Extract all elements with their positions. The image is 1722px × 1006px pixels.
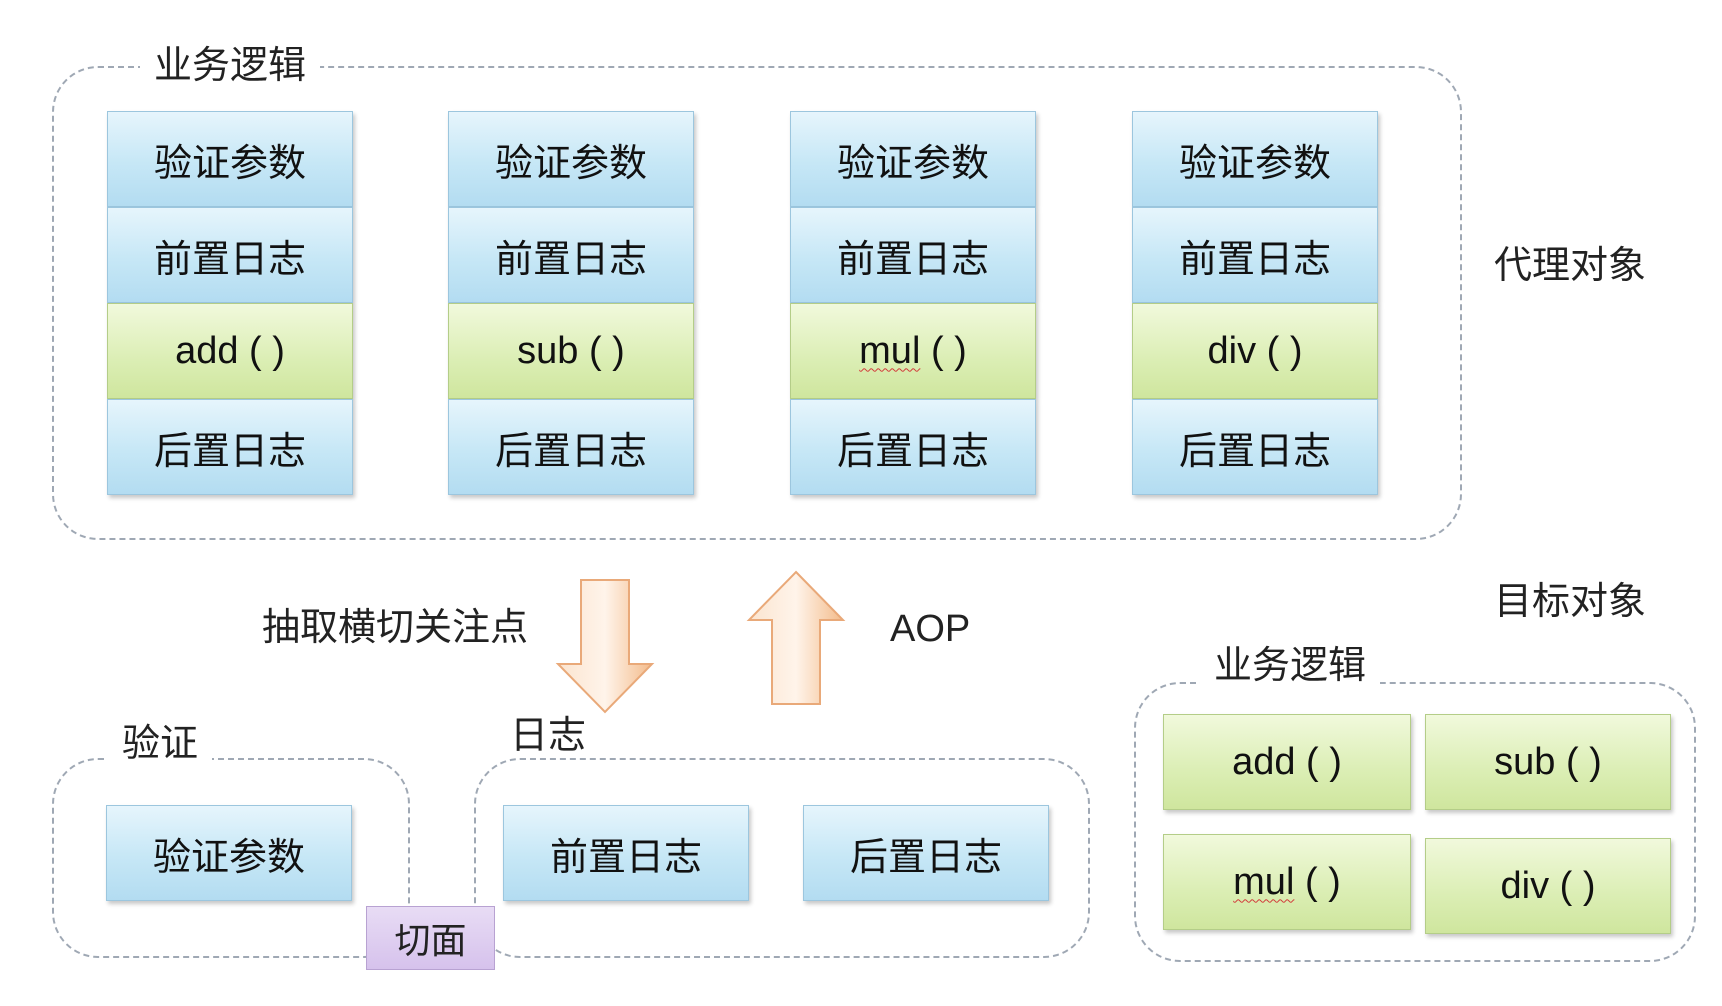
target-group-title: 业务逻辑	[1200, 646, 1381, 684]
validate-params-box: 验证参数	[1132, 111, 1378, 207]
aop-label: AOP	[890, 608, 971, 650]
method-add-box: add ( )	[107, 303, 353, 399]
method-div-box: div ( )	[1132, 303, 1378, 399]
log-aspect-title: 日志	[496, 716, 601, 754]
log-aspect-border	[474, 758, 1090, 958]
post-log-box: 后置日志	[1132, 399, 1378, 495]
validate-params-box: 验证参数	[106, 805, 352, 901]
method-sub-box: sub ( )	[1425, 714, 1671, 810]
post-log-box: 后置日志	[803, 805, 1049, 901]
proxy-group-border	[52, 66, 1462, 540]
pre-log-box: 前置日志	[790, 207, 1036, 303]
method-add-box: add ( )	[1163, 714, 1411, 810]
proxy-column-add: 验证参数 前置日志 add ( ) 后置日志	[107, 111, 353, 495]
method-mul-name: mul	[1233, 860, 1295, 903]
proxy-group-title: 业务逻辑	[140, 46, 321, 84]
proxy-object-label: 代理对象	[1494, 243, 1647, 287]
validation-aspect-title: 验证	[108, 724, 213, 762]
pre-log-box: 前置日志	[503, 805, 749, 901]
method-sub-box: sub ( )	[448, 303, 694, 399]
method-mul-parens: ( )	[920, 329, 967, 372]
up-arrow-icon	[746, 570, 846, 705]
target-object-label: 目标对象	[1494, 579, 1647, 623]
aspect-tag: 切面	[366, 906, 495, 970]
post-log-box: 后置日志	[448, 399, 694, 495]
validation-aspect-border	[52, 758, 410, 958]
validate-params-box: 验证参数	[107, 111, 353, 207]
method-div-box: div ( )	[1425, 838, 1671, 934]
method-mul-box: mul ( )	[1163, 834, 1411, 930]
post-log-box: 后置日志	[107, 399, 353, 495]
pre-log-box: 前置日志	[1132, 207, 1378, 303]
method-mul-name: mul	[859, 329, 921, 372]
proxy-column-div: 验证参数 前置日志 div ( ) 后置日志	[1132, 111, 1378, 495]
method-mul-parens: ( )	[1294, 860, 1341, 903]
validate-params-box: 验证参数	[448, 111, 694, 207]
post-log-box: 后置日志	[790, 399, 1036, 495]
pre-log-box: 前置日志	[448, 207, 694, 303]
proxy-column-sub: 验证参数 前置日志 sub ( ) 后置日志	[448, 111, 694, 495]
extract-crosscutting-label: 抽取横切关注点	[262, 605, 529, 649]
method-mul-box: mul ( )	[790, 303, 1036, 399]
target-group-border	[1134, 682, 1696, 962]
validate-params-box: 验证参数	[790, 111, 1036, 207]
proxy-column-mul: 验证参数 前置日志 mul ( ) 后置日志	[790, 111, 1036, 495]
down-arrow-icon	[555, 579, 655, 714]
pre-log-box: 前置日志	[107, 207, 353, 303]
